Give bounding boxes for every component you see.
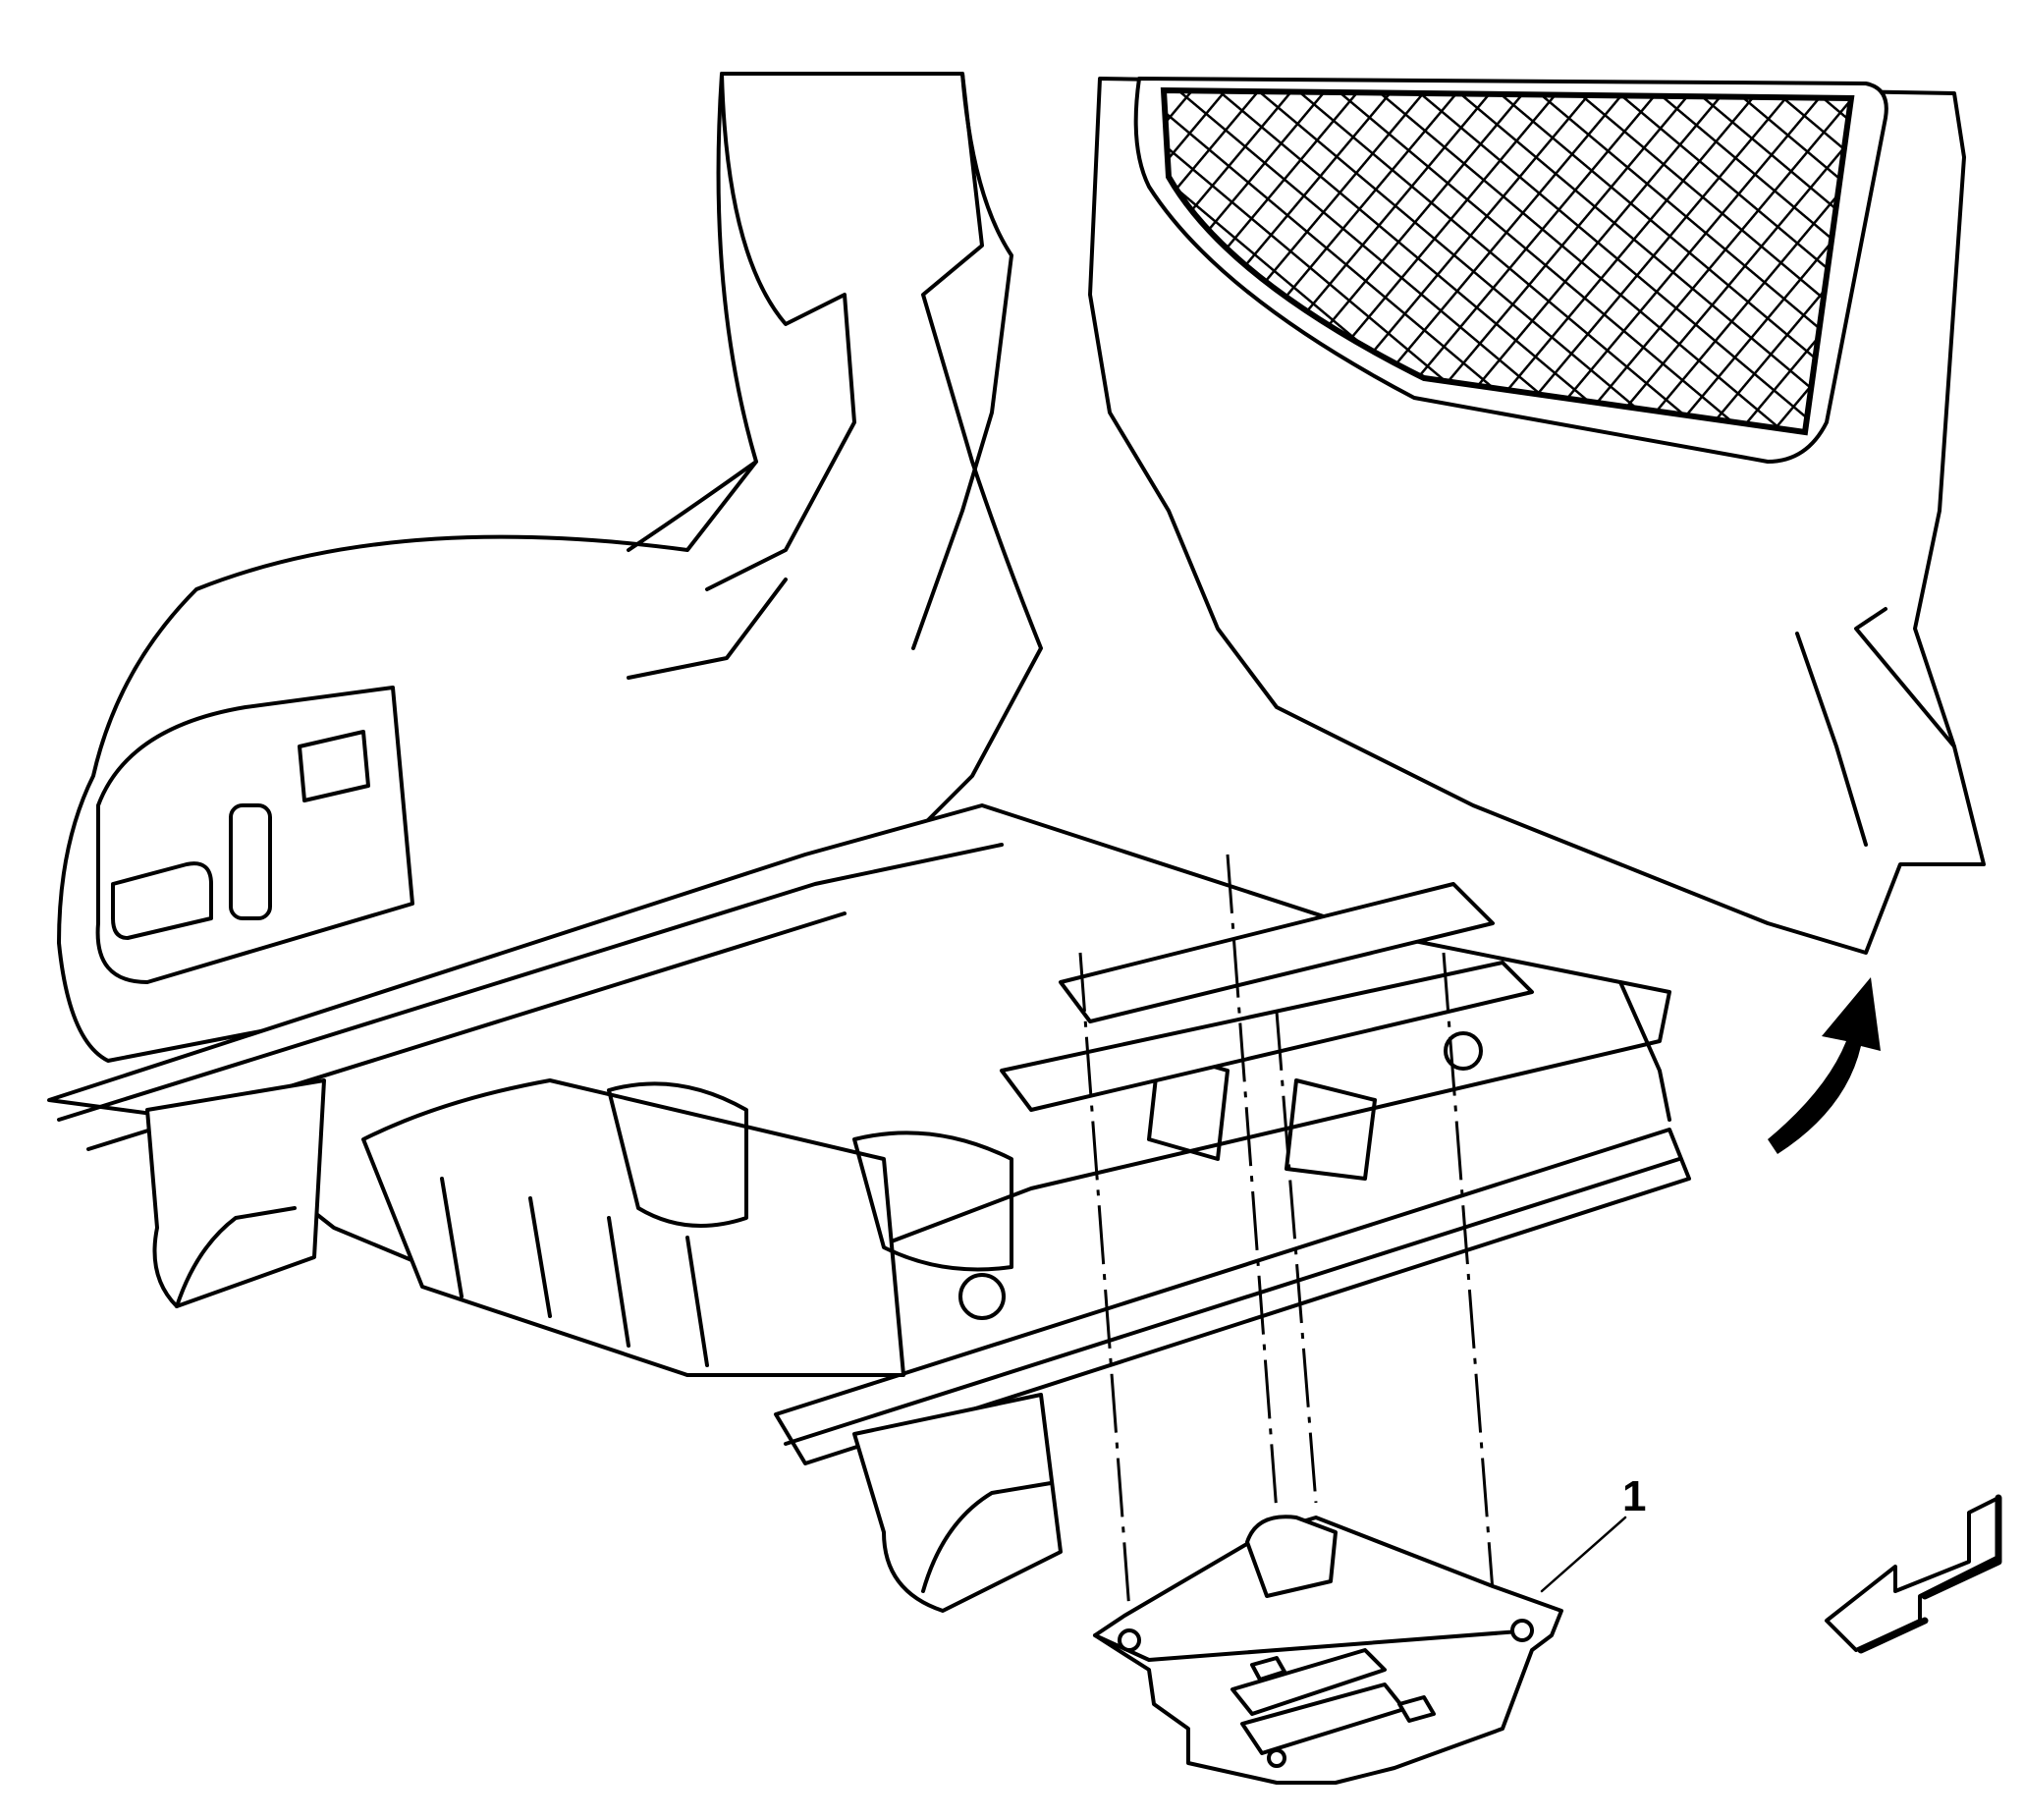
seat-cushion-side bbox=[57, 72, 1043, 1063]
cover-plate-part-1 bbox=[1093, 1515, 1563, 1785]
front-direction-arrow-icon bbox=[1825, 1494, 2002, 1654]
callout-1: 1 bbox=[1540, 1472, 1646, 1593]
callout-1-label: 1 bbox=[1622, 1472, 1646, 1520]
seat-legs bbox=[145, 1078, 1063, 1613]
curved-arrow-icon bbox=[1768, 977, 1881, 1154]
seat-back bbox=[1088, 77, 1986, 955]
seat-frame bbox=[47, 803, 1691, 1465]
assembly-guide-lines bbox=[1078, 854, 1495, 1612]
